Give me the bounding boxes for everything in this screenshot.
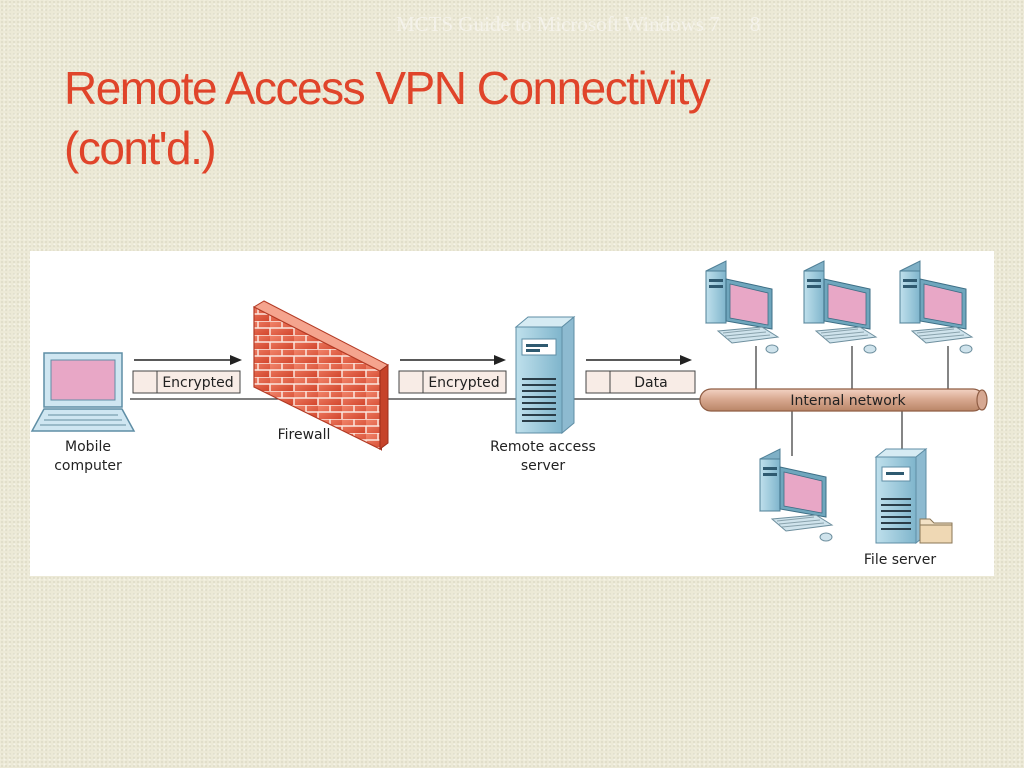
- page-number: 8: [749, 12, 761, 36]
- file-server-icon: [874, 447, 928, 545]
- packet-data: Data: [585, 370, 696, 394]
- arrow-icon: [134, 355, 242, 365]
- mobile-computer-label: computer: [54, 458, 122, 474]
- firewall-label: Firewall: [278, 427, 331, 443]
- remote-access-server-label: Remote access: [490, 439, 596, 455]
- slide-title-line2: (cont'd.): [64, 122, 217, 174]
- packet-encrypted-1: Encrypted: [132, 370, 241, 394]
- slide-header: MCTS Guide to Microsoft Windows 7 8: [396, 12, 760, 37]
- connection-lines: [130, 346, 949, 456]
- remote-access-server-label: server: [521, 458, 566, 474]
- packet-label: Encrypted: [162, 375, 233, 391]
- mobile-computer-label: Mobile: [65, 439, 111, 455]
- workstation-icon: [899, 260, 973, 354]
- vpn-diagram-svg: Encrypted Encrypted Data Mobile computer: [30, 260, 988, 568]
- server-icon: [514, 315, 576, 435]
- packet-label: Data: [634, 375, 667, 391]
- file-server-label: File server: [864, 552, 936, 568]
- laptop-icon: [30, 352, 136, 432]
- workstation-icon: [759, 448, 833, 542]
- firewall-icon: [252, 300, 389, 451]
- workstation-icon: [705, 260, 779, 354]
- slide-title: Remote Access VPN Connectivity (cont'd.): [64, 58, 964, 178]
- arrow-icon: [586, 355, 692, 365]
- workstation-icon: [803, 260, 877, 354]
- arrow-icon: [400, 355, 506, 365]
- folder-icon: [919, 518, 953, 544]
- course-title: MCTS Guide to Microsoft Windows 7: [396, 12, 720, 36]
- internal-network-pipe: [699, 388, 988, 412]
- packet-encrypted-2: Encrypted: [398, 370, 507, 394]
- packet-label: Encrypted: [428, 375, 499, 391]
- slide-title-line1: Remote Access VPN Connectivity: [64, 62, 711, 114]
- internal-network-label: Internal network: [790, 393, 906, 409]
- vpn-diagram: Encrypted Encrypted Data Mobile computer: [30, 251, 994, 576]
